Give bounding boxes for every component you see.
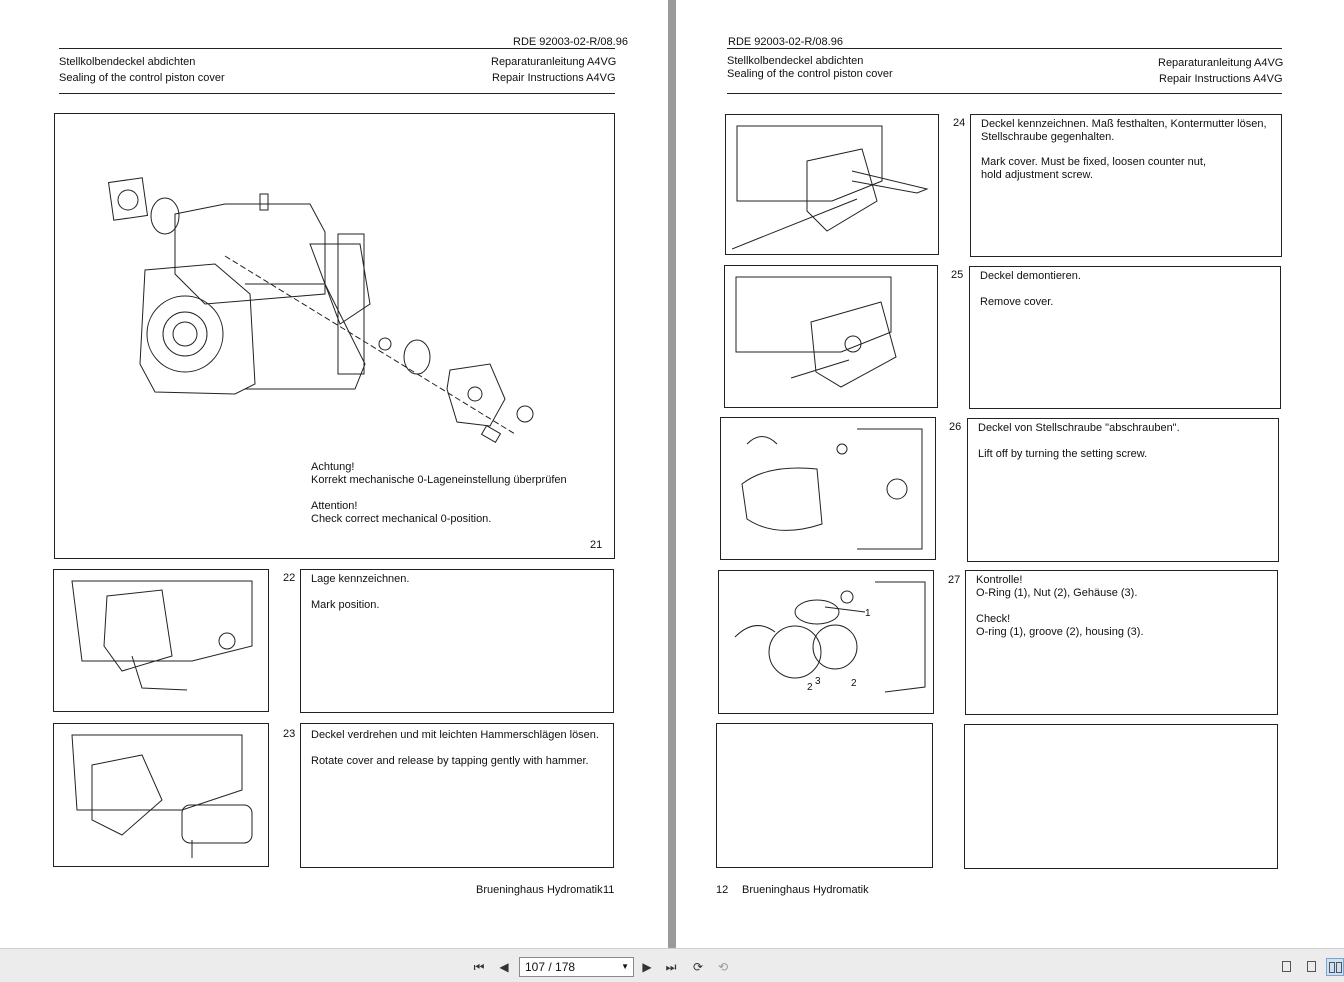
step-23-text-box: Deckel verdrehen und mit leichten Hammer… [300, 723, 614, 868]
step-24-image [725, 114, 939, 255]
rotate-back-icon[interactable]: ⟲ [717, 960, 729, 974]
step-22-text-box: Lage kennzeichnen. Mark position. [300, 569, 614, 713]
header-rule-top [727, 48, 1282, 49]
callout-3: 3 [815, 676, 821, 687]
empty-image-box [716, 723, 933, 868]
step-22-de: Lage kennzeichnen. [311, 573, 410, 585]
callout-2b: 2 [851, 678, 857, 689]
step-27-en-1: Check! [976, 613, 1011, 625]
footer-page-number: 11 [603, 884, 615, 896]
next-page-icon[interactable]: ▶ [642, 960, 652, 974]
manual-de: Reparaturanleitung A4VG [1158, 57, 1284, 69]
pump-exploded-drawing [107, 177, 534, 444]
step-22-image [53, 569, 269, 712]
footer-page-number: 12 [716, 884, 729, 896]
doc-code: RDE 92003-02-R/08.96 [513, 36, 628, 48]
step-24-en-1: Mark cover. Must be fixed, loosen counte… [981, 156, 1207, 168]
footer-company: Brueninghaus Hydromatik [476, 884, 603, 896]
step-27-drawing [734, 581, 926, 693]
manual-en: Repair Instructions A4VG [492, 72, 616, 84]
step-22-en: Mark position. [311, 599, 380, 611]
step-23-en: Rotate cover and release by tapping gent… [311, 755, 589, 767]
step-24-number: 24 [953, 117, 966, 129]
document-page-left: RDE 92003-02-R/08.96 Stellkolbendeckel a… [0, 0, 668, 948]
step-25-number: 25 [951, 269, 964, 281]
step-27-number: 27 [948, 574, 961, 586]
step-26-image [720, 417, 936, 560]
warning-de-title: Achtung! [311, 461, 355, 473]
step-22-number: 22 [283, 572, 296, 584]
first-page-icon[interactable]: ⏮ [473, 960, 485, 974]
step-25-de: Deckel demontieren. [980, 270, 1081, 282]
step-25-text-box: Deckel demontieren. Remove cover. [969, 266, 1281, 409]
step-24-en-2: hold adjustment screw. [981, 169, 1093, 181]
doc-code: RDE 92003-02-R/08.96 [728, 36, 843, 48]
step-24-text-box: Deckel kennzeichnen. Maß festhalten, Kon… [970, 114, 1282, 257]
two-page-view-icon[interactable] [1326, 958, 1344, 976]
header-rule-top [59, 48, 615, 49]
rotate-icon[interactable]: ⟳ [692, 960, 704, 974]
figure-number: 21 [590, 539, 603, 551]
last-page-icon[interactable]: ⏭ [665, 960, 677, 974]
manual-en: Repair Instructions A4VG [1159, 73, 1283, 85]
warning-de-text: Korrekt mechanische 0-Lageneinstellung ü… [311, 474, 567, 486]
step-26-text-box: Deckel von Stellschraube "abschrauben". … [967, 418, 1279, 562]
step-25-en: Remove cover. [980, 296, 1054, 308]
prev-page-icon[interactable]: ◀ [499, 960, 509, 974]
title-de: Stellkolbendeckel abdichten [727, 55, 864, 67]
step-26-number: 26 [949, 421, 962, 433]
step-26-drawing [741, 428, 923, 550]
step-23-drawing [71, 734, 253, 858]
empty-text-box [964, 724, 1278, 869]
step-24-drawing [732, 125, 929, 250]
step-27-text-box: Kontrolle! O-Ring (1), Nut (2), Gehäuse … [965, 570, 1278, 715]
viewer-toolbar: ⏮ ◀ 107 / 178 ▼ ▶ ⏭ ⟳ ⟲ [0, 948, 1344, 982]
step-26-de: Deckel von Stellschraube "abschrauben". [978, 422, 1180, 434]
step-27-image: 1 2 3 2 [718, 570, 934, 714]
page-indicator: 107 / 178 [525, 960, 576, 974]
footer-company: Brueninghaus Hydromatik [742, 884, 869, 896]
page-number-field[interactable]: 107 / 178 ▼ [519, 957, 634, 977]
step-22-drawing [71, 580, 253, 691]
chevron-down-icon[interactable]: ▼ [621, 962, 629, 971]
header-rule-bottom [59, 93, 615, 94]
single-page-view-icon[interactable] [1278, 958, 1296, 976]
continuous-view-icon[interactable] [1303, 958, 1321, 976]
step-27-en-2: O-ring (1), groove (2), housing (3). [976, 626, 1144, 638]
step-25-image [724, 265, 938, 408]
document-page-right: RDE 92003-02-R/08.96 Stellkolbendeckel a… [676, 0, 1344, 948]
step-26-en: Lift off by turning the setting screw. [978, 448, 1148, 460]
step-24-de-2: Stellschraube gegenhalten. [981, 131, 1115, 143]
title-de: Stellkolbendeckel abdichten [59, 56, 196, 68]
step-27-de-1: Kontrolle! [976, 574, 1023, 586]
step-27-de-2: O-Ring (1), Nut (2), Gehäuse (3). [976, 587, 1138, 599]
manual-de: Reparaturanleitung A4VG [491, 56, 617, 68]
callout-1: 1 [865, 608, 871, 619]
step-23-de: Deckel verdrehen und mit leichten Hammer… [311, 729, 599, 741]
warning-en-text: Check correct mechanical 0-position. [311, 513, 492, 525]
callout-2a: 2 [807, 682, 813, 693]
step-23-image [53, 723, 269, 867]
step-23-number: 23 [283, 728, 296, 740]
step-24-de-1: Deckel kennzeichnen. Maß festhalten, Kon… [981, 118, 1267, 130]
title-en: Sealing of the control piston cover [59, 72, 225, 84]
title-en: Sealing of the control piston cover [727, 68, 893, 80]
step-25-drawing [735, 276, 897, 388]
warning-en-title: Attention! [311, 500, 358, 512]
header-rule-bottom [727, 93, 1282, 94]
figure-21: Achtung! Korrekt mechanische 0-Lageneins… [54, 113, 615, 559]
